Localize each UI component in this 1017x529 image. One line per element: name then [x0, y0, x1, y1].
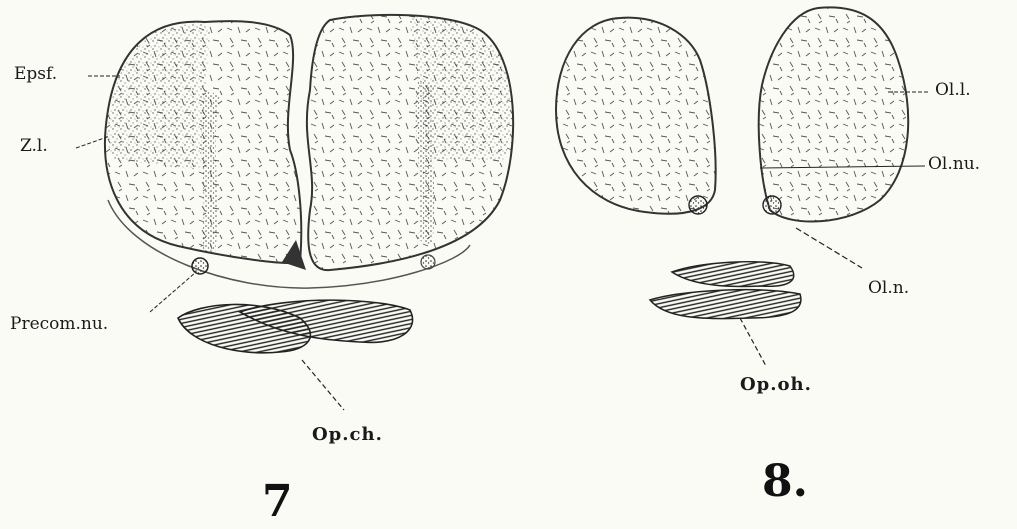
fig8-olfactory-nucleus — [763, 196, 781, 214]
label-ol-nu: Ol.nu. — [928, 156, 980, 173]
figure-8-number: 8. — [762, 460, 808, 504]
fig8-optic-chiasma — [672, 262, 794, 287]
figure-8-drawing — [556, 7, 930, 366]
label-precom-nu: Precom.nu. — [10, 316, 108, 333]
label-ol-l: Ol.l. — [935, 82, 971, 99]
figure-7-drawing — [76, 15, 513, 410]
label-zl: Z.l. — [20, 138, 48, 155]
fig7-precommissural-nucleus — [192, 258, 208, 274]
fig8-right-lobe — [759, 7, 908, 221]
fig8-left-lobe — [556, 18, 716, 214]
label-op-oh: Op.oh. — [740, 376, 812, 394]
figure-7-number: 7 — [262, 480, 293, 524]
label-ol-n: Ol.n. — [868, 280, 909, 297]
label-epsf: Epsf. — [14, 66, 57, 83]
label-op-ch: Op.ch. — [312, 426, 383, 444]
